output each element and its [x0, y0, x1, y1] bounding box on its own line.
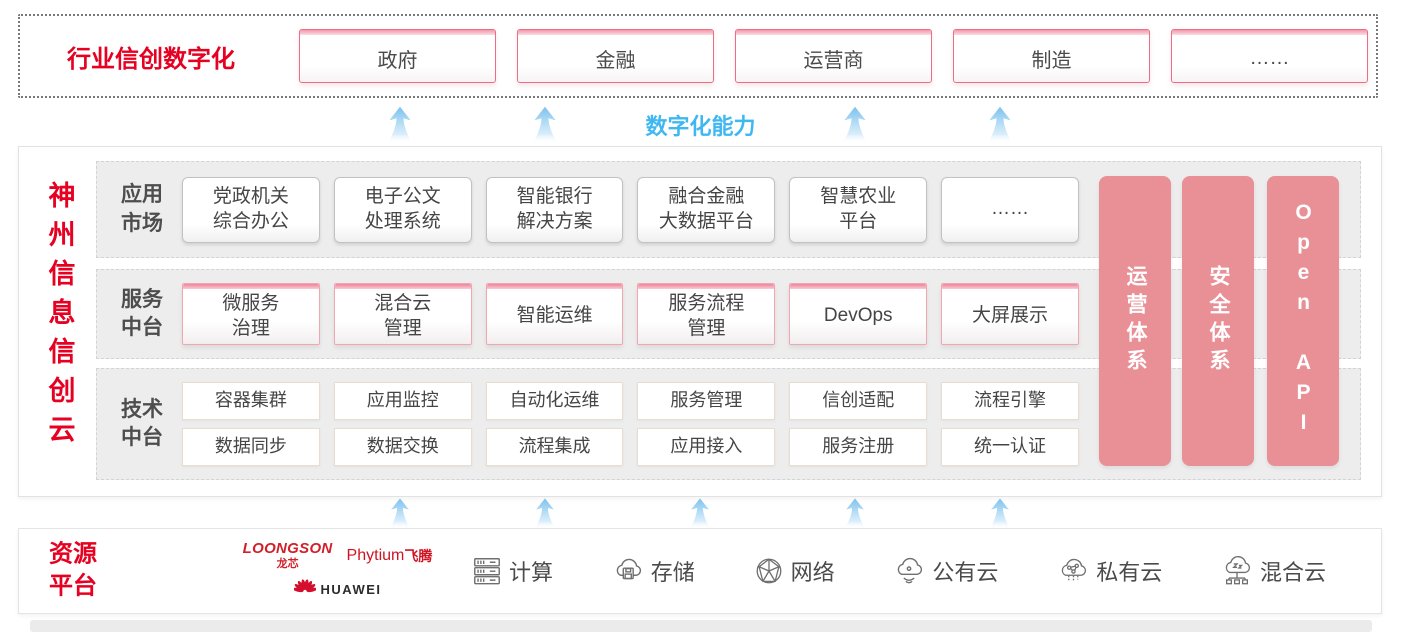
side-bar-operations: 运营体系 [1099, 176, 1171, 466]
tech-box: 流程引擎 [941, 382, 1079, 420]
resource-item-storage: 存储 [611, 555, 695, 587]
tech-box: 数据交换 [333, 428, 472, 466]
tech-boxes: 容器集群 应用监控 自动化运维 服务管理 信创适配 流程引擎 数据同步 数据交换… [182, 382, 1079, 466]
up-arrow-icon [534, 498, 556, 529]
tech-box: 应用监控 [333, 382, 472, 420]
resource-item-label: 网络 [790, 560, 835, 585]
app-box: 电子公文 处理系统 [333, 176, 472, 243]
resource-item-private-cloud: 私有云 [1056, 555, 1162, 587]
service-box: 混合云 管理 [333, 283, 472, 345]
tech-box: 自动化运维 [485, 382, 624, 420]
loongson-wordmark: LOONGSON [242, 540, 333, 557]
resource-item-hybrid-cloud: 混合云 [1220, 555, 1326, 587]
band-label-service: 服务 中台 [121, 287, 163, 339]
resource-item-label: 公有云 [932, 560, 999, 585]
service-box: 服务流程 管理 [637, 283, 776, 345]
up-arrow-icon [532, 106, 558, 144]
bottom-divider-bar [30, 620, 1372, 632]
service-box: 大屏展示 [941, 283, 1079, 345]
hybrid-cloud-icon [1225, 555, 1251, 585]
app-box: 党政机关 综合办公 [182, 176, 320, 243]
tech-box: 信创适配 [789, 382, 928, 420]
resource-item-public-cloud: 公有云 [892, 555, 998, 587]
industry-box-operator: 运营商 [735, 29, 932, 83]
app-box: 融合金融 大数据平台 [637, 176, 776, 243]
tech-box: 应用接入 [637, 428, 776, 466]
resource-items: 计算 存储 网络 [471, 529, 1326, 613]
resource-item-label: 存储 [650, 560, 695, 585]
private-cloud-icon [1061, 558, 1087, 581]
industry-box-government: 政府 [299, 29, 496, 83]
industry-banner: 行业信创数字化 政府 金融 运营商 制造 …… [18, 14, 1378, 98]
industry-box-manufacturing: 制造 [953, 29, 1150, 83]
tech-box: 数据同步 [182, 428, 320, 466]
app-market-boxes: 党政机关 综合办公 电子公文 处理系统 智能银行 解决方案 融合金融 大数据平台… [182, 176, 1079, 243]
platform-vertical-title: 神州信息信创云 [44, 180, 75, 454]
service-platform-band: 服务 中台 微服务 治理 混合云 管理 智能运维 服务流程 管理 DevOps … [96, 269, 1361, 359]
industry-box-more: …… [1171, 29, 1368, 83]
tech-box: 容器集群 [182, 382, 320, 420]
app-box: 智慧农业 平台 [789, 176, 928, 243]
up-arrow-icon [842, 106, 868, 144]
vendor-logos: LOONGSON 龙芯 Phytium 飞腾 [215, 540, 460, 600]
huawei-flower-icon [293, 579, 316, 593]
side-bar-open-api: Open API [1267, 176, 1339, 466]
loongson-cn-label: 龙芯 [276, 558, 299, 570]
up-arrow-icon [987, 106, 1013, 144]
network-icon [756, 558, 782, 584]
phytium-wordmark: Phytium [346, 547, 405, 564]
phytium-logo: Phytium 飞腾 [347, 546, 433, 566]
tech-box: 服务注册 [789, 428, 928, 466]
phytium-cn-label: 飞腾 [404, 548, 433, 564]
storage-icon [616, 558, 641, 580]
resource-item-network: 网络 [753, 555, 835, 587]
loongson-logo: LOONGSON 龙芯 [243, 540, 333, 571]
tech-box: 统一认证 [941, 428, 1079, 466]
app-box-more: …… [941, 176, 1079, 243]
huawei-wordmark: HUAWEI [320, 581, 382, 597]
industry-boxes: 政府 金融 运营商 制造 …… [299, 29, 1368, 83]
public-cloud-icon [898, 557, 923, 584]
service-box: 微服务 治理 [182, 283, 320, 345]
up-arrow-icon [387, 106, 413, 144]
up-arrow-icon [389, 498, 411, 529]
service-boxes: 微服务 治理 混合云 管理 智能运维 服务流程 管理 DevOps 大屏展示 [182, 283, 1079, 345]
up-arrow-icon [689, 498, 711, 529]
compute-icon [474, 558, 500, 585]
resource-title: 资源 平台 [49, 540, 97, 600]
up-arrow-icon [844, 498, 866, 529]
band-label-app-market: 应用 市场 [121, 183, 163, 235]
service-box: 智能运维 [485, 283, 624, 345]
side-bar-security: 安全体系 [1182, 176, 1254, 466]
industry-box-finance: 金融 [517, 29, 714, 83]
service-box: DevOps [789, 283, 928, 345]
capability-label: 数字化能力 [645, 114, 756, 139]
huawei-logo: HUAWEI [215, 578, 460, 600]
platform-box: 神州信息信创云 应用 市场 党政机关 综合办公 电子公文 处理系统 智能银行 解… [18, 146, 1382, 497]
tech-box: 服务管理 [637, 382, 776, 420]
tech-platform-band: 技术 中台 容器集群 应用监控 自动化运维 服务管理 信创适配 流程引擎 数据同… [96, 368, 1361, 480]
band-label-tech: 技术 中台 [121, 397, 163, 449]
resource-item-label: 计算 [509, 560, 554, 585]
resource-item-compute: 计算 [471, 555, 553, 587]
up-arrow-icon [989, 498, 1011, 529]
tech-box: 流程集成 [485, 428, 624, 466]
app-box: 智能银行 解决方案 [485, 176, 624, 243]
resource-platform-box: 资源 平台 LOONGSON 龙芯 Phytium 飞腾 [18, 528, 1382, 614]
resource-item-label: 私有云 [1096, 560, 1163, 585]
banner-title: 行业信创数字化 [67, 45, 235, 73]
app-market-band: 应用 市场 党政机关 综合办公 电子公文 处理系统 智能银行 解决方案 融合金融… [96, 161, 1361, 258]
resource-item-label: 混合云 [1259, 560, 1326, 585]
